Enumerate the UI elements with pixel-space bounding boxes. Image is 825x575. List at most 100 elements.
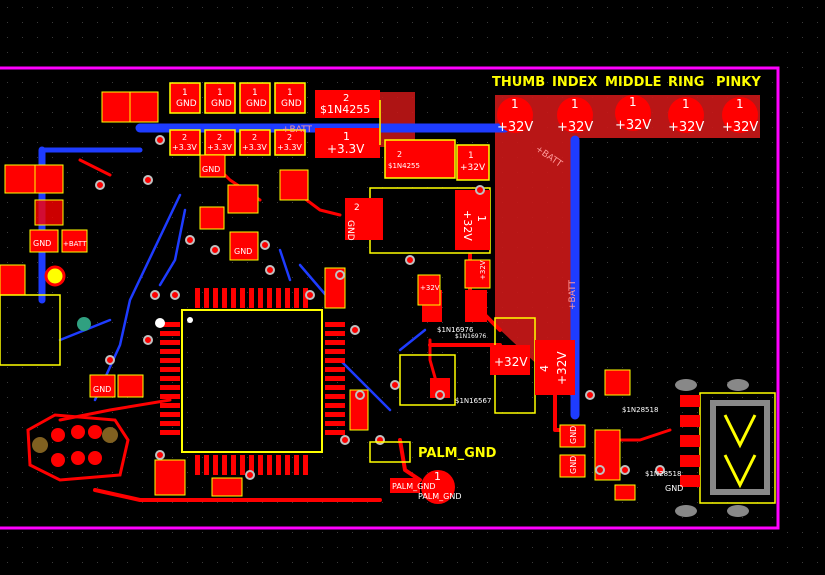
mcu-pins-right [325, 322, 345, 435]
usb-net-label: $1N28518 [645, 470, 681, 478]
svg-text:1: 1 [475, 215, 488, 222]
svg-text:+32V: +32V [557, 120, 593, 135]
smd-pad[interactable]: +BATT [61, 229, 88, 253]
svg-text:$1N4255: $1N4255 [388, 162, 420, 170]
svg-text:GND: GND [281, 99, 302, 109]
diode-low[interactable]: $1N16567 [399, 354, 491, 406]
big-v32-block[interactable]: +32V 4 +32V [490, 317, 575, 414]
svg-text:+32V: +32V [461, 210, 474, 241]
svg-text:+3.3V: +3.3V [172, 143, 197, 152]
svg-text:2: 2 [287, 133, 292, 142]
v33-big-pad[interactable]: 1 +3.3V [315, 128, 380, 158]
finger-label-row: THUMB INDEX MIDDLE RING PINKY [492, 75, 761, 90]
svg-text:1: 1 [182, 88, 188, 98]
svg-text:1: 1 [682, 97, 690, 111]
svg-text:1: 1 [736, 97, 744, 111]
svg-text:GND: GND [93, 385, 111, 394]
palm-gnd-pad[interactable]: 1 PALM_GND [418, 470, 462, 504]
diode-mid[interactable]: 2 $1N4255 [384, 139, 456, 179]
via-special [155, 318, 165, 328]
svg-text:+32V: +32V [555, 351, 569, 385]
svg-text:1: 1 [468, 151, 474, 161]
finger-pad[interactable]: 1 +32V [722, 97, 758, 135]
v32-small-pad[interactable]: 1 +32V [456, 144, 490, 181]
palm-gnd-title: PALM_GND [418, 446, 497, 461]
svg-text:$1N16976: $1N16976 [437, 326, 474, 334]
svg-text:2: 2 [252, 133, 257, 142]
svg-text:PALM_GND: PALM_GND [392, 482, 436, 491]
usb-connector[interactable] [675, 379, 776, 517]
svg-text:+32V: +32V [460, 163, 486, 173]
finger-pad-row: 1 +32V 1 +32V 1 +32V 1 +32V 1 +32V [497, 95, 758, 135]
diode-small[interactable]: $1N16976 $1N16976 [422, 290, 487, 340]
finger-pad[interactable]: 1 +32V [668, 97, 704, 135]
via-yellow [44, 265, 66, 287]
svg-text:GND: GND [345, 220, 355, 241]
svg-text:2: 2 [343, 93, 349, 104]
mcu-pins-top [195, 288, 308, 308]
finger-pad[interactable]: 1 +32V [557, 97, 593, 135]
svg-text:GND: GND [211, 99, 232, 109]
finger-label-thumb: THUMB [492, 75, 545, 90]
v33-pad[interactable]: 2+3.3V [169, 129, 201, 156]
finger-label-index: INDEX [552, 75, 597, 90]
finger-pad[interactable]: 1 +32V [615, 95, 651, 133]
board-outline [0, 66, 780, 530]
svg-text:+3.3V: +3.3V [207, 143, 232, 152]
svg-text:+3.3V: +3.3V [327, 142, 365, 156]
smd-pad[interactable]: GND [29, 229, 59, 253]
v33-pad[interactable]: 2+3.3V [239, 129, 271, 156]
svg-text:2: 2 [182, 133, 187, 142]
svg-text:+BATT: +BATT [63, 240, 87, 248]
pin1-marker [187, 317, 193, 323]
mcu-qfp[interactable] [160, 288, 345, 475]
svg-text:PALM_GND: PALM_GND [418, 492, 462, 501]
svg-text:1: 1 [287, 88, 293, 98]
svg-text:2: 2 [397, 150, 402, 159]
smd-pad[interactable]: GND [559, 424, 586, 448]
batt-label: +BATT [282, 125, 313, 135]
diode-top[interactable]: 2 $1N4255 [315, 90, 380, 118]
smd-pad[interactable]: GND [559, 454, 586, 478]
finger-label-middle: MIDDLE [605, 75, 662, 90]
diode-small[interactable]: +32V [464, 259, 491, 289]
svg-text:+32V: +32V [722, 120, 758, 135]
finger-pad[interactable]: 1 +32V [497, 97, 533, 135]
smd-pad[interactable]: +32V [417, 274, 441, 306]
v33-pad[interactable]: 2+3.3V [274, 129, 306, 156]
svg-text:$1N16567: $1N16567 [455, 397, 491, 405]
svg-text:1: 1 [217, 88, 223, 98]
svg-text:+3.3V: +3.3V [242, 143, 267, 152]
finger-label-pinky: PINKY [716, 75, 761, 90]
connector-jst[interactable] [26, 413, 130, 482]
regulator[interactable]: 2 GND 1 +32V [345, 187, 491, 254]
finger-label-ring: RING [668, 75, 704, 90]
smd-pad[interactable]: GND [199, 154, 226, 178]
v33-pad[interactable]: 2+3.3V [204, 129, 236, 156]
svg-text:1: 1 [434, 470, 441, 483]
palm-gnd-smd[interactable]: PALM_GND [369, 441, 436, 493]
smd-pad[interactable]: GND [89, 374, 116, 398]
usb-gnd-label: GND [665, 484, 683, 493]
svg-text:$1N16976: $1N16976 [455, 333, 486, 340]
copper-pour-batt [495, 95, 760, 400]
svg-text:GND: GND [33, 239, 51, 248]
svg-text:4: 4 [538, 365, 551, 372]
svg-text:GND: GND [569, 426, 578, 444]
svg-text:+32V: +32V [479, 260, 487, 280]
vias [95, 135, 665, 480]
svg-text:+32V: +32V [497, 120, 533, 135]
svg-text:GND: GND [234, 247, 252, 256]
svg-text:GND: GND [569, 456, 578, 474]
svg-text:1: 1 [571, 97, 579, 111]
smd-pad[interactable]: GND [229, 231, 259, 261]
via-teal [77, 317, 91, 331]
v33-header: 2+3.3V 2+3.3V 2+3.3V 2+3.3V [169, 129, 306, 156]
usb-net-label: $1N28518 [622, 406, 658, 414]
svg-text:GND: GND [176, 99, 197, 109]
